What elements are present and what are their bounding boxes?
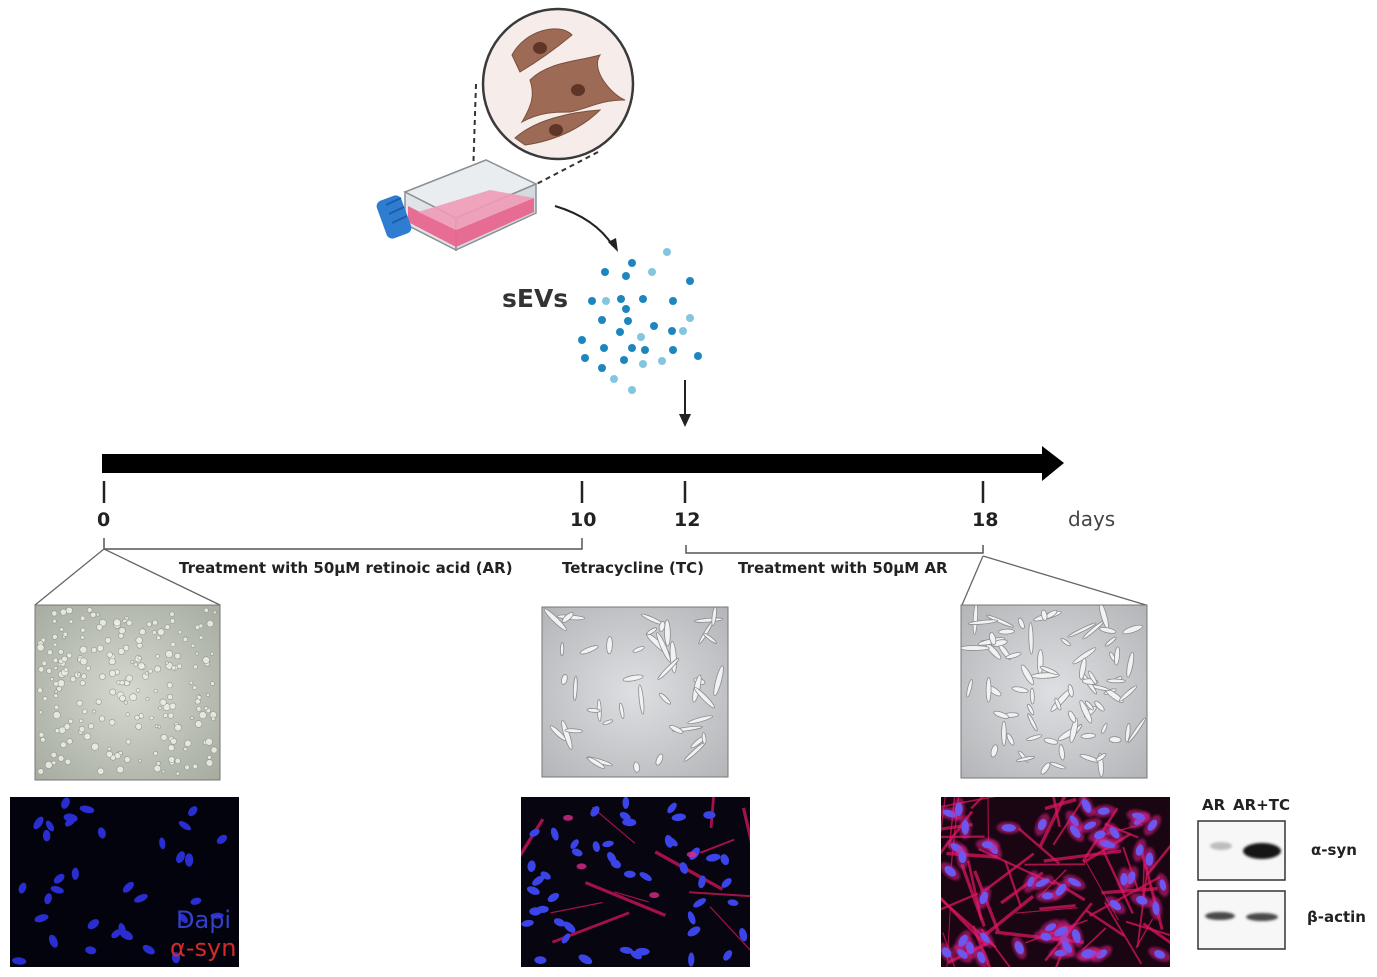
brightfield-image-day18 [960, 604, 1148, 779]
brightfield-image-day0 [34, 604, 221, 781]
western-blot [1197, 820, 1286, 950]
sev-particles [578, 248, 702, 394]
timeline-arrow [102, 446, 1064, 481]
brightfield-image-day12 [541, 606, 729, 778]
legend-alpha-syn: α-syn [170, 934, 237, 962]
days-axis-label: days [1068, 507, 1116, 531]
treatment-brackets [103, 538, 984, 554]
retinoic-acid-step-label: Treatment with 50µM retinoic acid (AR) [179, 559, 513, 577]
fluorescence-image-day12 [521, 797, 750, 967]
tick-label-10: 10 [570, 509, 597, 531]
wb-lane-ar: AR [1202, 796, 1226, 814]
tick-label-0: 0 [97, 509, 111, 531]
culture-flask-icon [376, 159, 538, 252]
zoom-lines [34, 548, 1147, 606]
secretion-arrow [554, 205, 618, 252]
fluorescence-image-day0 [10, 797, 239, 967]
wb-band-alpha-syn: α-syn [1311, 841, 1357, 859]
sev-addition-arrow [679, 380, 691, 427]
sevs-label: sEVs [502, 284, 569, 313]
tetracycline-step-label: Tetracycline (TC) [562, 559, 704, 577]
fluorescence-image-day18 [941, 797, 1170, 967]
ar-second-step-label: Treatment with 50µM AR [738, 559, 948, 577]
timeline-ticks [102, 481, 985, 503]
magnified-cells-circle [471, 7, 635, 207]
tick-label-18: 18 [972, 509, 999, 531]
tick-label-12: 12 [674, 509, 701, 531]
wb-band-beta-actin: β-actin [1307, 908, 1366, 926]
legend-dapi: Dapi [176, 906, 232, 934]
wb-lane-artc: AR+TC [1233, 796, 1290, 814]
